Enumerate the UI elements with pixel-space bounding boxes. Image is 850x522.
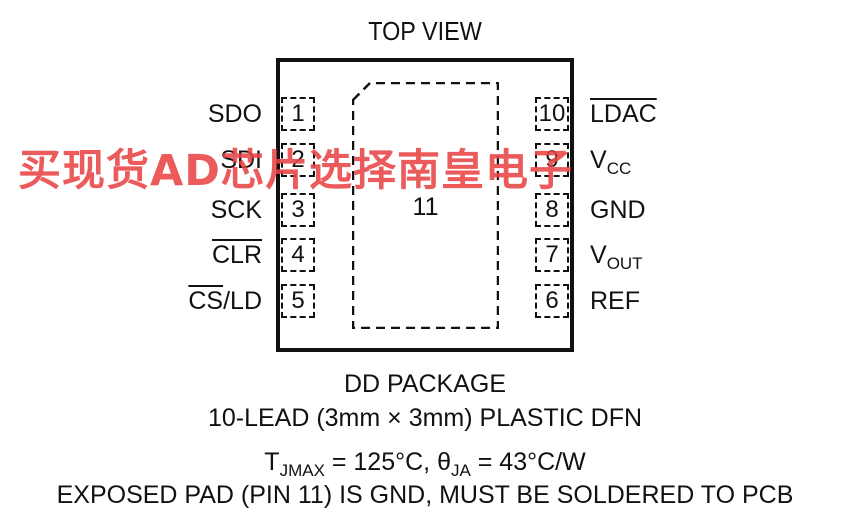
pin-label-ldac: LDAC <box>590 100 657 128</box>
view-title: TOP VIEW <box>368 16 482 46</box>
caption-theta-sub: JA <box>450 461 471 480</box>
pin-1: 1 <box>281 97 315 131</box>
pin-label-gnd: GND <box>590 196 646 224</box>
pin-label-cs-ld: CS/LD <box>188 286 262 316</box>
pin-label-vcc: VCC <box>590 145 632 178</box>
pin-label-sdi: SDI <box>220 146 262 174</box>
exposed-pad <box>352 82 499 329</box>
pin-4: 4 <box>281 238 315 272</box>
caption-lead-info: 10-LEAD (3mm × 3mm) PLASTIC DFN <box>207 404 643 432</box>
pin-label-vcc-main: V <box>590 146 607 174</box>
caption-t: T <box>264 448 280 476</box>
caption-thermal: TJMAX = 125°C, θJA = 43°C/W <box>0 448 850 480</box>
pin-label-clr: CLR <box>211 241 262 269</box>
pin-2: 2 <box>281 143 315 177</box>
pin-label-sck: SCK <box>210 196 262 224</box>
pin-3: 3 <box>281 193 315 227</box>
pin-label-ld: /LD <box>223 287 262 315</box>
caption-theta: θ <box>437 448 451 476</box>
pin-5: 5 <box>281 284 315 318</box>
pin-label-vout-sub: OUT <box>606 254 643 273</box>
pin-label-vout-main: V <box>590 241 607 269</box>
pin-9: 9 <box>535 143 569 177</box>
watermark-text: 买现货AD芯片选择南皇电子 <box>18 146 573 196</box>
pin-6: 6 <box>535 284 569 318</box>
pin-label-vout: VOUT <box>590 240 643 273</box>
pin-label-sdo: SDO <box>207 100 262 128</box>
pin-label-vcc-sub: CC <box>606 159 632 178</box>
caption-package: DD PACKAGE <box>343 370 507 398</box>
pin-7: 7 <box>535 238 569 272</box>
pin-8: 8 <box>535 193 569 227</box>
caption-t-sub: JMAX <box>279 461 325 480</box>
pin-10: 10 <box>535 97 569 131</box>
pin-label-cs: CS <box>188 287 224 315</box>
caption-theta-val: = 43°C/W <box>470 448 586 476</box>
exposed-pad-number: 11 <box>412 193 439 221</box>
package-body <box>276 58 574 352</box>
caption-t-val: = 125°C, <box>324 448 438 476</box>
pin-label-ref: REF <box>590 287 640 315</box>
caption-exposed-pad-note: EXPOSED PAD (PIN 11) IS GND, MUST BE SOL… <box>56 481 794 509</box>
